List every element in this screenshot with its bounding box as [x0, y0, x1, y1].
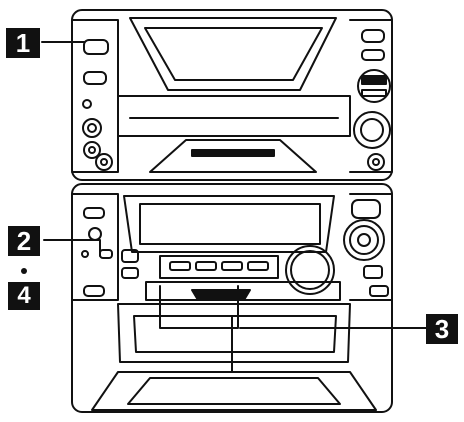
bottom-left-indicator: [81, 250, 89, 258]
bottom-display-inner: [139, 203, 321, 245]
bottom-drawer-bracket: [145, 281, 341, 301]
top-right-jog-knob[interactable]: [353, 111, 391, 149]
bottom-right-button[interactable]: [351, 199, 381, 219]
cassette-deck: [117, 303, 351, 363]
cassette-deck-inner: [133, 315, 337, 353]
bottom-right-side-panel: [349, 193, 393, 301]
bottom-button-2[interactable]: [195, 261, 217, 271]
top-disc-slot: [149, 139, 317, 173]
top-right-button-2[interactable]: [361, 49, 385, 61]
callout-2-label: 2: [16, 226, 32, 256]
top-right-small-knob-inner: [372, 158, 380, 166]
callout-1: 1: [6, 28, 40, 58]
top-left-knob-3[interactable]: [95, 153, 113, 171]
top-left-button-2[interactable]: [83, 71, 107, 85]
bottom-right-jog-dial-center: [357, 233, 371, 247]
top-left-knob-1[interactable]: [82, 118, 102, 138]
top-display-inner: [144, 27, 323, 81]
volume-knob[interactable]: [285, 245, 335, 295]
top-unit: [71, 9, 393, 181]
bottom-base-inner: [127, 377, 341, 405]
bottom-base: [91, 371, 377, 411]
bottom-left-small-button-3[interactable]: [121, 267, 139, 279]
bottom-drawer-flap: [191, 289, 251, 301]
callout-1-label: 1: [15, 28, 31, 58]
bottom-left-button[interactable]: [83, 207, 105, 219]
bottom-button-1[interactable]: [169, 261, 191, 271]
top-disc-tray-band: [117, 95, 351, 137]
top-left-knob-2[interactable]: [83, 141, 101, 159]
callout-3-label: 3: [434, 314, 450, 344]
callout-range-dot: [21, 268, 27, 274]
bottom-right-small-button[interactable]: [363, 265, 383, 279]
bottom-right-jog-dial-inner: [349, 225, 379, 255]
top-right-jog-knob-inner: [360, 118, 384, 142]
bottom-left-side-panel: [71, 193, 119, 301]
bottom-right-jog-dial[interactable]: [343, 219, 385, 261]
bottom-button-4[interactable]: [247, 261, 269, 271]
top-right-dial-slot: [361, 75, 387, 85]
top-left-button-1[interactable]: [83, 39, 109, 55]
top-left-knob-2-inner: [88, 146, 96, 154]
bottom-left-small-button-4[interactable]: [83, 285, 105, 297]
callout-2: 2: [8, 226, 40, 256]
callout-2-leader: [43, 239, 101, 257]
top-right-small-knob[interactable]: [367, 153, 385, 171]
bottom-left-small-button-2[interactable]: [121, 249, 139, 263]
top-left-indicator: [82, 99, 92, 109]
bottom-button-row-frame: [159, 255, 279, 279]
top-right-dial-slot-2: [361, 89, 387, 97]
top-right-button-1[interactable]: [361, 29, 385, 43]
callout-3: 3: [426, 314, 458, 344]
callout-4-label: 4: [17, 282, 31, 309]
top-disc-slot-bar: [191, 149, 275, 157]
bottom-right-small-button-2[interactable]: [369, 285, 389, 297]
top-right-side-panel: [349, 19, 393, 173]
volume-knob-inner: [290, 250, 330, 290]
top-left-knob-3-inner: [100, 158, 108, 166]
top-display-window: [129, 17, 337, 91]
callout-3-leader: [159, 285, 429, 329]
bottom-unit: [71, 183, 393, 413]
top-right-dial[interactable]: [357, 69, 391, 103]
bottom-button-3[interactable]: [221, 261, 243, 271]
top-left-knob-1-inner: [87, 123, 97, 133]
callout-4: 4: [8, 282, 40, 310]
